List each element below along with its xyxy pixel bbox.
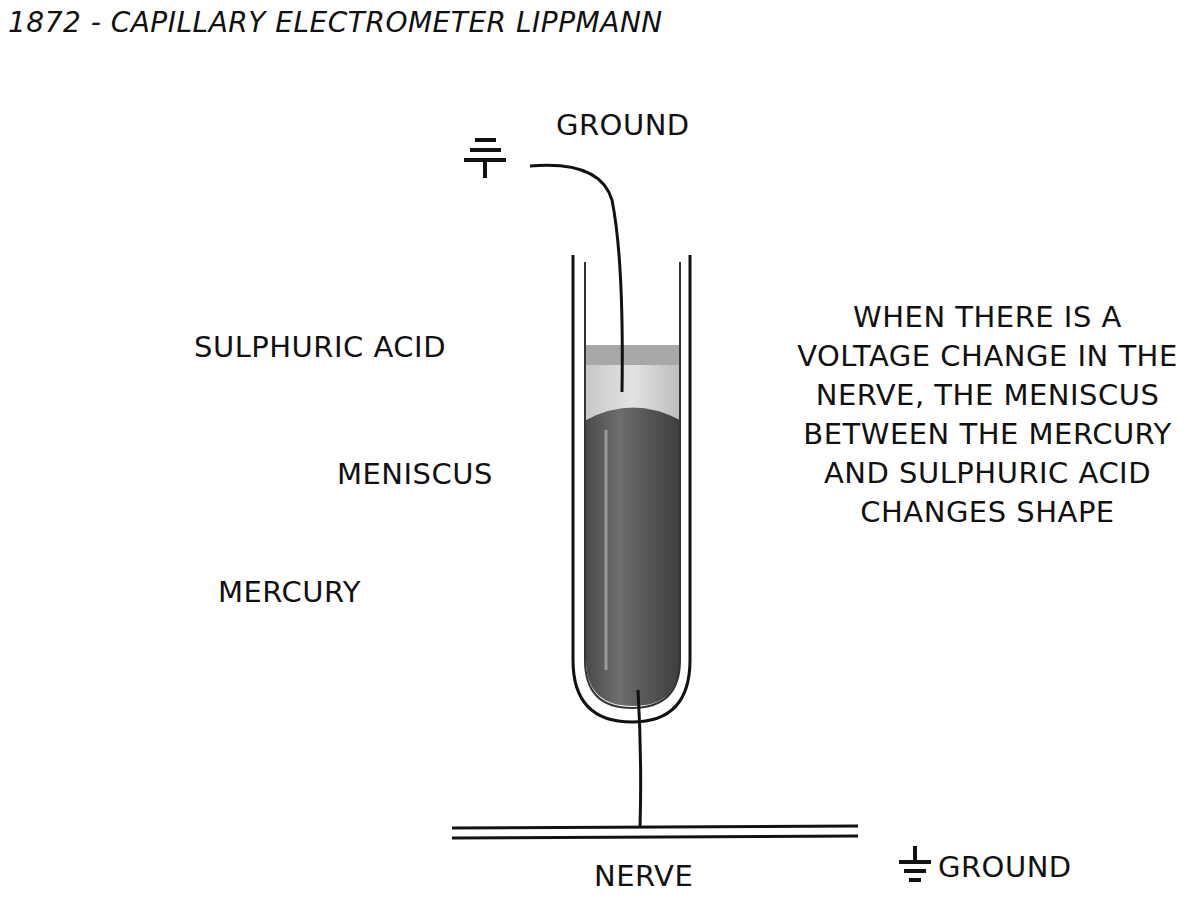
nerve-wire (638, 690, 641, 828)
tube-inner (585, 262, 680, 708)
mercury-highlight (605, 430, 608, 670)
nerve (452, 826, 858, 838)
tube-outer (573, 255, 690, 722)
ground-label: GROUND (938, 848, 1072, 886)
part-label: NERVE (594, 857, 693, 895)
part-label: SULPHURIC ACID (190, 328, 450, 366)
acid-top-band (586, 345, 680, 365)
ground-symbol (899, 846, 931, 880)
title: 1872 - CAPILLARY ELECTROMETER LIPPMANN (8, 4, 785, 42)
ground-label: GROUND (556, 106, 690, 144)
part-label: MENISCUS (337, 455, 493, 493)
ground-wire (530, 165, 622, 392)
mercury (586, 408, 680, 707)
part-label: MERCURY (218, 573, 361, 611)
ground-symbol (464, 140, 506, 178)
note: WHEN THERE IS A VOLTAGE CHANGE IN THE NE… (785, 298, 1190, 532)
